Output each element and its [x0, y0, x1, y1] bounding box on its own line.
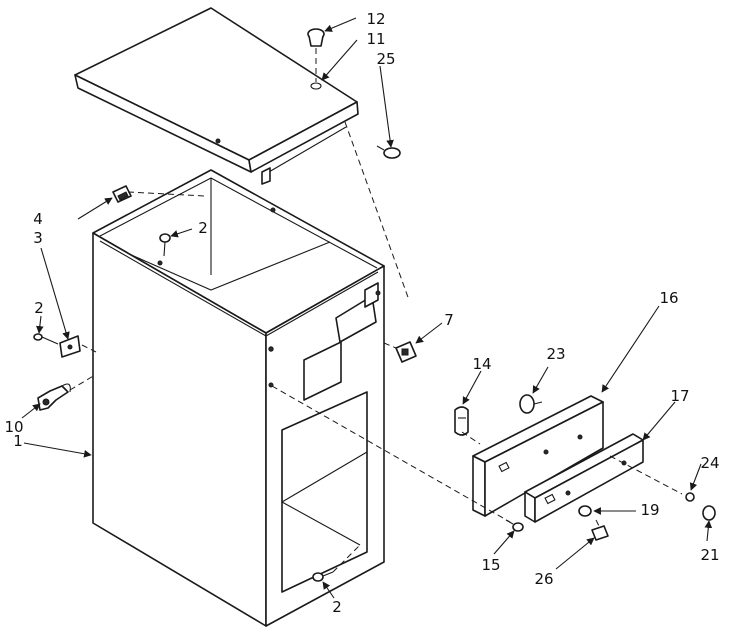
part-14-lamp — [454, 406, 469, 436]
top-cover — [74, 7, 359, 185]
part-12-knob — [307, 28, 325, 47]
part-2-screw-bottom — [312, 571, 334, 582]
leader-lines — [21, 17, 713, 599]
part-25-screw — [376, 145, 401, 159]
callout-19: 19 — [640, 501, 659, 519]
part-26-switch — [591, 525, 609, 541]
part-2-screw-left — [33, 333, 59, 345]
callout-4: 4 — [33, 210, 43, 228]
callouts: 12 11 25 4 3 2 2 7 10 1 16 23 14 17 24 1… — [4, 10, 719, 616]
part-19-bulb — [578, 505, 592, 517]
part-21-knob — [702, 505, 716, 521]
part-3-bracket — [59, 335, 81, 358]
part-17-panel — [524, 433, 644, 523]
callout-17: 17 — [670, 387, 689, 405]
part-2-screw-top — [159, 233, 171, 257]
callout-23: 23 — [546, 345, 565, 363]
callout-11: 11 — [366, 30, 385, 48]
callout-26: 26 — [534, 570, 553, 588]
callout-7: 7 — [444, 311, 454, 329]
callout-15: 15 — [481, 556, 500, 574]
callout-2-bottom: 2 — [332, 598, 342, 616]
assembly-lines — [69, 48, 683, 573]
callout-24: 24 — [700, 454, 719, 472]
callout-3: 3 — [33, 229, 43, 247]
part-24-nut — [685, 492, 695, 502]
part-16-control-panel — [472, 395, 604, 517]
callout-14: 14 — [472, 355, 491, 373]
part-10-latch — [37, 383, 71, 411]
cabinet-body — [92, 169, 385, 627]
callout-12: 12 — [366, 10, 385, 28]
callout-21: 21 — [700, 546, 719, 564]
callout-2-top: 2 — [198, 219, 208, 237]
part-7-latch — [395, 341, 417, 363]
callout-2-left: 2 — [34, 299, 44, 317]
callout-16: 16 — [659, 289, 678, 307]
callout-10: 10 — [4, 418, 23, 436]
part-4-clip — [112, 185, 132, 203]
part-23-knob — [519, 394, 543, 414]
callout-1: 1 — [13, 432, 23, 450]
callout-25: 25 — [376, 50, 395, 68]
